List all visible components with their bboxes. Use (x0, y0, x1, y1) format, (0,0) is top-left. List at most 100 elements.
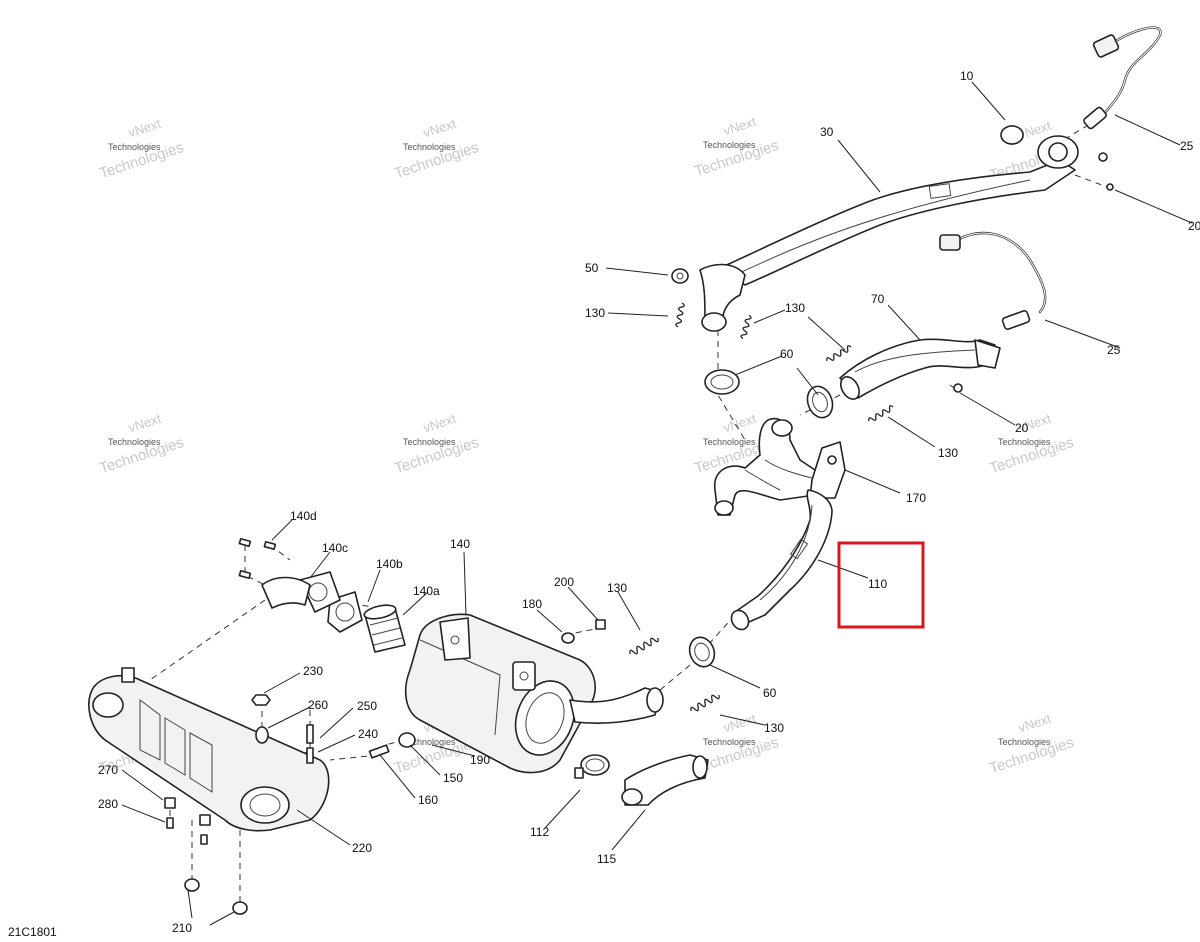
callout-50: 50 (585, 261, 599, 275)
spacer-250 (255, 726, 269, 744)
svg-text:vNext: vNext (721, 411, 758, 436)
callout-220: 220 (352, 841, 372, 855)
callout-30: 30 (820, 125, 834, 139)
svg-text:vNext: vNext (721, 711, 758, 736)
y-pipe-collector (714, 418, 816, 516)
clamp-112 (574, 754, 610, 779)
spring-130-f (690, 694, 720, 712)
callout-25-upper: 25 (1180, 139, 1194, 153)
callout-240: 240 (358, 727, 378, 741)
watermark: vNext Technologies Technologies (97, 411, 186, 477)
callout-260: 260 (308, 698, 328, 712)
callout-70: 70 (871, 292, 885, 306)
watermark: vNext Technologies Technologies (97, 116, 186, 182)
callout-280: 280 (98, 797, 118, 811)
watermark-caption: Technologies (703, 437, 756, 447)
spring-130-c (826, 345, 852, 362)
watermark-caption: Technologies (403, 737, 456, 747)
screw-280c (200, 834, 208, 845)
callout-20-lower: 20 (1015, 421, 1029, 435)
callout-110: 110 (868, 577, 887, 591)
watermark-caption: Technologies (108, 437, 161, 447)
clip-270 (164, 797, 176, 809)
heat-shield-220 (88, 667, 330, 832)
watermark-caption: Technologies (403, 437, 456, 447)
bolt-240 (306, 747, 314, 764)
clip-280b (199, 814, 211, 826)
highlight-box-110 (837, 541, 925, 629)
gasket-60-upper-left (704, 369, 740, 395)
callout-140c: 140c (322, 541, 348, 555)
svg-text:vNext: vNext (126, 411, 163, 436)
washer-180 (561, 632, 575, 644)
callout-130-e: 130 (764, 721, 784, 735)
callout-210: 210 (172, 921, 192, 935)
callout-130-c: 130 (938, 446, 958, 460)
watermark-caption: Technologies (403, 142, 456, 152)
watermark-caption: Technologies (108, 142, 161, 152)
callout-170: 170 (906, 491, 926, 505)
watermark: vNext Technologies Technologies (692, 114, 781, 180)
callout-130-b: 130 (785, 301, 805, 315)
callout-20-upper: 20 (1188, 219, 1200, 233)
muffler-140 (404, 613, 664, 774)
gasket-60-upper-right (806, 385, 834, 419)
gasket-60-lower (688, 636, 716, 668)
callout-190: 190 (470, 753, 490, 767)
svg-text:vNext: vNext (721, 114, 758, 139)
callout-60-lower: 60 (763, 686, 777, 700)
callout-60-upper: 60 (780, 347, 794, 361)
gasket-10 (1000, 125, 1024, 145)
callout-140b: 140b (376, 557, 403, 571)
grommet-210-b (232, 901, 248, 915)
callout-130-d: 130 (607, 581, 627, 595)
grommet-210-a (184, 878, 200, 892)
callout-115: 115 (597, 852, 616, 866)
callout-10: 10 (960, 69, 974, 83)
watermark-caption: Technologies (998, 437, 1051, 447)
callout-150: 150 (443, 771, 463, 785)
callout-230: 230 (303, 664, 323, 678)
callout-160: 160 (418, 793, 438, 807)
callout-140a: 140a (413, 584, 440, 598)
grommet-150 (398, 732, 416, 748)
callout-250: 250 (357, 699, 377, 713)
callout-140d: 140d (290, 509, 317, 523)
leader-lines (121, 81, 1193, 926)
callout-140: 140 (450, 537, 470, 551)
spring-130-e (629, 637, 659, 655)
tailpipe-115 (621, 754, 709, 806)
watermark-caption: Technologies (998, 737, 1051, 747)
nut-230 (251, 694, 271, 706)
callout-180: 180 (522, 597, 542, 611)
pipe-110 (730, 489, 833, 631)
screw-280 (166, 817, 174, 829)
callout-25-lower: 25 (1107, 343, 1121, 357)
svg-text:vNext: vNext (421, 116, 458, 141)
bolt-260 (306, 724, 314, 744)
watermark-caption: Technologies (703, 737, 756, 747)
callout-270: 270 (98, 763, 118, 777)
mesh-140a (363, 604, 406, 653)
diagram-code: 21C1801 (8, 925, 57, 939)
oxygen-sensor-lower (939, 231, 1047, 331)
svg-text:vNext: vNext (421, 411, 458, 436)
spring-130-d (868, 405, 894, 422)
watermark: vNext Technologies Technologies (987, 411, 1076, 477)
pipe-elbow-50 (671, 263, 746, 332)
svg-text:vNext: vNext (1016, 711, 1053, 736)
watermark-caption: Technologies (703, 140, 756, 150)
watermark: vNext Technologies Technologies (392, 411, 481, 477)
bolts-140d (238, 537, 277, 579)
spring-130-a (675, 302, 685, 328)
callout-112: 112 (530, 825, 549, 839)
svg-text:vNext: vNext (126, 116, 163, 141)
flange-140c (261, 571, 341, 613)
header-pipe-70 (839, 338, 1001, 400)
spring-130-b (740, 314, 752, 340)
bracket-170 (809, 441, 846, 499)
bolt-160 (368, 744, 390, 759)
callout-200: 200 (554, 575, 574, 589)
